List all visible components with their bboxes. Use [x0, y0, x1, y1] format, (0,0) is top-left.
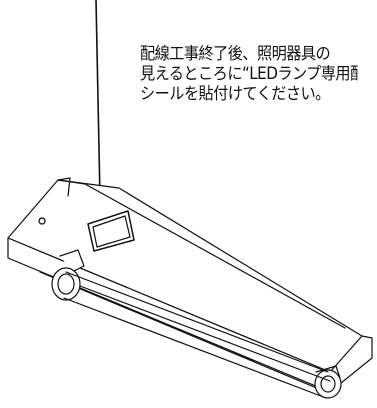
pointer-arrow	[94, 0, 106, 206]
label-seal-area	[87, 210, 135, 252]
led-lamp-tube	[63, 271, 331, 399]
right-lamp-socket	[314, 365, 342, 399]
instruction-text: 配線工事終了後、照明器具の 見えるところに“LEDランプ専用配 シールを貼付けて…	[140, 44, 358, 104]
instruction-line-3: シールを貼付けてください。	[140, 84, 330, 103]
instruction-line-2: 見えるところに“LEDランプ専用配	[140, 64, 359, 83]
left-lamp-socket	[51, 249, 85, 301]
instruction-line-1: 配線工事終了後、照明器具の	[140, 44, 331, 63]
